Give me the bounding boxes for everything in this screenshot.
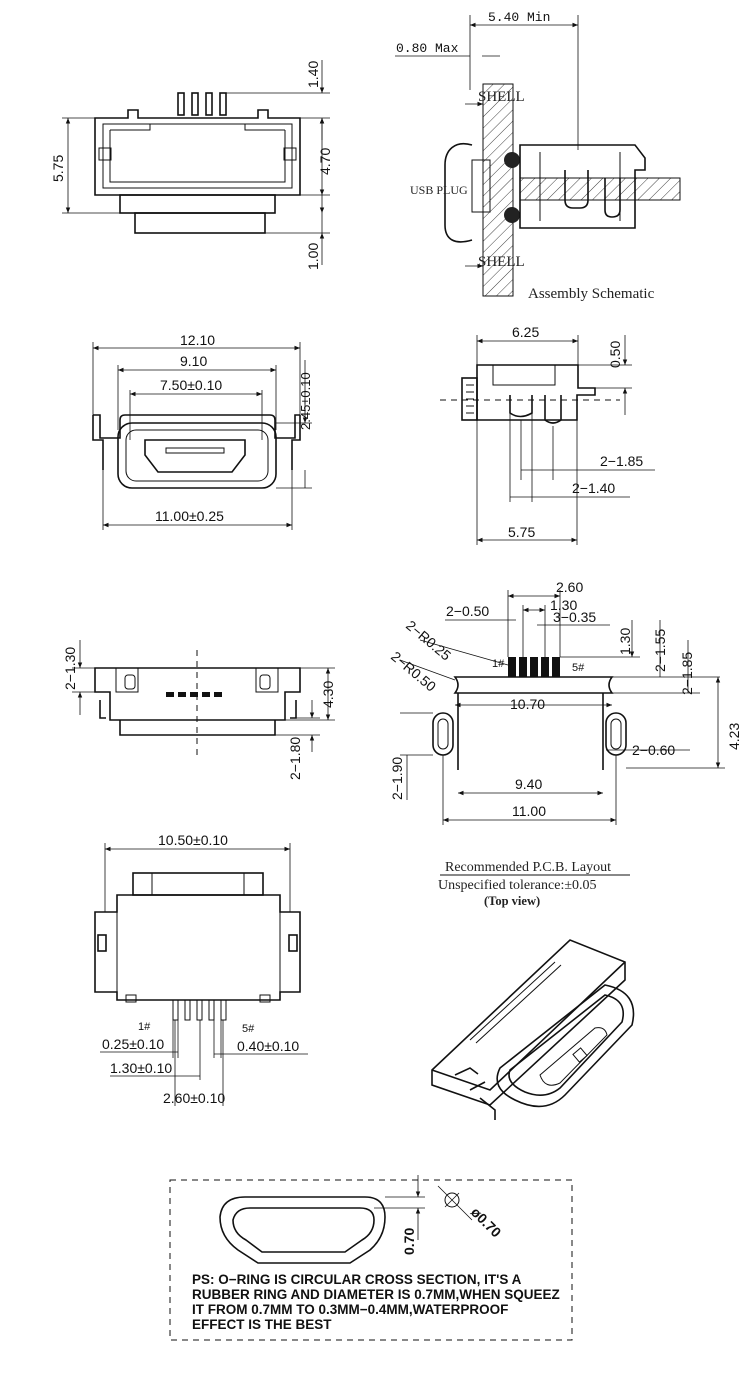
pcb-dim-11-00: 11.00 — [512, 803, 546, 819]
pcb-dim-9-40: 9.40 — [515, 776, 542, 792]
pcb-dim-10-70: 10.70 — [510, 696, 545, 712]
dim-2-45: 2.45±0.10 — [298, 372, 313, 430]
oring-note-line3: IT FROM 0.7MM TO 0.3MM−0.4MM,WATERPROOF — [192, 1302, 508, 1317]
pcb-pin1: 1# — [492, 658, 505, 670]
dim-bottom: 1.00 — [305, 243, 321, 270]
pcb-tolerance: Unspecified tolerance:±0.05 — [438, 878, 597, 893]
pcb-pin5: 5# — [572, 662, 585, 674]
dim-0-80: 0.80 Max — [396, 41, 459, 56]
pcb-dim-2-60: 2.60 — [556, 579, 583, 595]
oring-note-line2: RUBBER RING AND DIAMETER IS 0.7MM,WHEN S… — [192, 1287, 560, 1302]
oring-note-line1: PS: O−RING IS CIRCULAR CROSS SECTION, IT… — [192, 1272, 522, 1287]
pcb-dim-2-050: 2−0.50 — [446, 603, 489, 619]
top-view: 2−1.30 4.30 2−1.80 — [62, 640, 336, 780]
dim-11-00: 11.00±0.25 — [155, 508, 224, 524]
dim-4-30: 4.30 — [320, 681, 336, 708]
pcb-dim-2-060: 2−0.60 — [632, 742, 675, 758]
pcb-dim-1-30: 1.30 — [550, 597, 577, 613]
bottom-dim-0-40: 0.40±0.10 — [237, 1038, 299, 1054]
dim-2-140: 2−1.40 — [572, 480, 615, 496]
assembly-caption: Assembly Schematic — [528, 286, 655, 302]
side-view: 6.25 0.50 2−1.85 2−1.40 5.75 — [440, 324, 655, 545]
pcb-dim-2-185: 2−1.85 — [679, 652, 695, 695]
bottom-pin1: 1# — [138, 1021, 151, 1033]
pcb-dim-4-23: 4.23 — [726, 723, 742, 750]
dim-2-130: 2−1.30 — [62, 647, 78, 690]
dim-12-10: 12.10 — [180, 332, 215, 348]
dim-body: 4.70 — [317, 148, 333, 175]
dim-9-10: 9.10 — [180, 353, 207, 369]
dim-total-height: 5.75 — [50, 155, 66, 182]
bottom-view: 10.50±0.10 1# 5# 0.25±0.10 0.40±0.10 1.3… — [94, 832, 308, 1106]
bottom-dim-0-25: 0.25±0.10 — [102, 1036, 164, 1052]
label-shell-top: SHELL — [478, 89, 525, 105]
pcb-view: (Top view) — [484, 894, 540, 908]
pcb-dim-2-r025: 2−R0.25 — [403, 617, 454, 664]
label-shell-bottom: SHELL — [478, 254, 525, 270]
pcb-title: Recommended P.C.B. Layout — [445, 860, 611, 875]
bottom-pin5: 5# — [242, 1023, 255, 1035]
dim-2-185: 2−1.85 — [600, 453, 643, 469]
dim-pins: 1.40 — [305, 61, 321, 88]
pcb-dim-1-30-r: 1.30 — [617, 628, 633, 655]
label-usb-plug: USB PLUG — [410, 183, 468, 197]
bottom-dim-2-60: 2.60±0.10 — [163, 1090, 225, 1106]
pcb-dim-3-035: 3−0.35 — [553, 609, 596, 625]
dim-7-50: 7.50±0.10 — [160, 377, 222, 393]
bottom-dim-10-50: 10.50±0.10 — [158, 832, 228, 848]
dim-2-180: 2−1.80 — [287, 737, 303, 780]
dim-5-40: 5.40 Min — [488, 10, 550, 25]
oring-dim-dia: ø0.70 — [468, 1204, 505, 1241]
oring-dim-0-70: 0.70 — [401, 1228, 417, 1255]
dim-6-25: 6.25 — [512, 324, 539, 340]
isometric-view — [431, 939, 635, 1120]
pcb-dim-2-155: 2−1.55 — [652, 629, 668, 672]
pcb-dim-2-190: 2−1.90 — [389, 757, 405, 800]
oring-note-line4: EFFECT IS THE BEST — [192, 1317, 332, 1332]
assembly-schematic: 5.40 Min 0.80 Max SHELL SHELL USB PLUG A… — [395, 10, 681, 302]
dim-5-75: 5.75 — [508, 524, 535, 540]
front-dim-view: 12.10 9.10 7.50±0.10 2.45±0.10 11.00±0.2… — [92, 332, 313, 530]
oring-detail: 0.70 ø0.70 PS: O−RING IS CIRCULAR CROSS … — [169, 1175, 573, 1341]
bottom-dim-1-30: 1.30±0.10 — [110, 1060, 172, 1076]
dim-0-50: 0.50 — [607, 341, 623, 368]
pcb-layout: 2.60 1.30 2−0.50 3−0.35 2−R0.25 2−R0.50 … — [388, 579, 742, 908]
front-view: 5.75 1.40 4.70 1.00 — [50, 60, 333, 270]
